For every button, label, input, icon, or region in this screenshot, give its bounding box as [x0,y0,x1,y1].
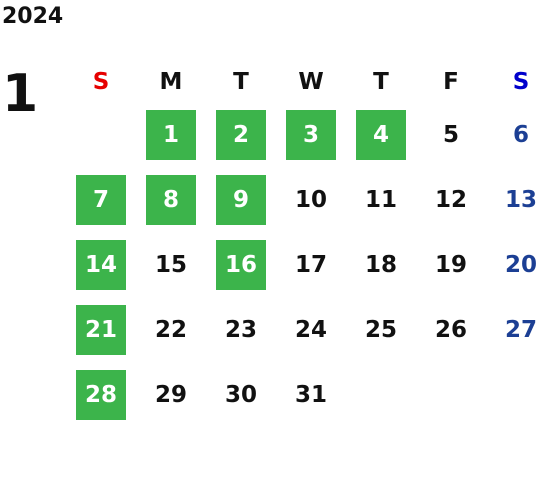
day-number: 3 [286,109,336,160]
day-number: 10 [294,186,327,213]
day-number: 26 [434,316,467,343]
day-cell [66,102,136,167]
day-cell: 19 [416,232,486,297]
day-cell [346,362,416,427]
day-cell: 12 [416,167,486,232]
day-cell: 15 [136,232,206,297]
day-cell: 20 [486,232,548,297]
day-cell: 3 [276,102,346,167]
day-cell: 10 [276,167,346,232]
day-cell: 11 [346,167,416,232]
day-number: 19 [434,251,467,278]
day-number: 28 [76,369,126,420]
day-number [356,370,406,420]
day-cell: 16 [206,232,276,297]
day-number: 4 [356,109,406,160]
day-cell: 21 [66,297,136,362]
weekday-header-sunday: S [92,69,110,95]
day-number [426,370,476,420]
day-number [496,370,546,420]
day-number: 20 [504,251,537,278]
day-cell: 29 [136,362,206,427]
day-number: 12 [434,186,467,213]
day-cell: 13 [486,167,548,232]
day-number: 6 [512,121,529,148]
day-cell: 14 [66,232,136,297]
day-number: 8 [146,174,196,225]
day-cell: 6 [486,102,548,167]
weekday-header-thursday: T [373,69,389,95]
day-number: 18 [364,251,397,278]
day-cell: 25 [346,297,416,362]
day-cell: 28 [66,362,136,427]
day-cell: 24 [276,297,346,362]
weekday-header-monday: M [159,69,183,95]
day-cell: 2 [206,102,276,167]
day-number: 27 [504,316,537,343]
day-number: 24 [294,316,327,343]
day-cell: 18 [346,232,416,297]
day-cell: 4 [346,102,416,167]
day-cell: 26 [416,297,486,362]
day-number: 2 [216,109,266,160]
day-cell: 22 [136,297,206,362]
day-number: 31 [294,381,327,408]
day-cell [486,362,548,427]
day-number: 30 [224,381,257,408]
weekday-header-wednesday: W [298,69,324,95]
day-number: 29 [154,381,187,408]
day-cell: 7 [66,167,136,232]
weekday-header-tuesday: T [233,69,249,95]
day-cell: 30 [206,362,276,427]
day-number: 14 [76,239,126,290]
day-cell [416,362,486,427]
day-cell: 27 [486,297,548,362]
day-number: 1 [146,109,196,160]
day-number [76,110,126,160]
day-number: 15 [154,251,187,278]
day-number: 9 [216,174,266,225]
day-number: 5 [442,121,459,148]
day-cell: 31 [276,362,346,427]
day-cell: 9 [206,167,276,232]
day-cell: 1 [136,102,206,167]
day-number: 13 [504,186,537,213]
day-number: 25 [364,316,397,343]
calendar-grid: S M T W T F S 1 2 3 4 5 6 7 8 9 10 11 12… [66,62,548,427]
weekday-header-friday: F [443,69,459,95]
year-label: 2024 [2,4,64,29]
day-number: 16 [216,239,266,290]
weekday-header-saturday: S [512,69,530,95]
day-cell: 17 [276,232,346,297]
day-number: 17 [294,251,327,278]
day-number: 23 [224,316,257,343]
day-number: 11 [364,186,397,213]
month-label: 1 [2,64,39,124]
day-number: 7 [76,174,126,225]
day-number: 22 [154,316,187,343]
day-number: 21 [76,304,126,355]
day-cell: 23 [206,297,276,362]
day-cell: 5 [416,102,486,167]
day-cell: 8 [136,167,206,232]
